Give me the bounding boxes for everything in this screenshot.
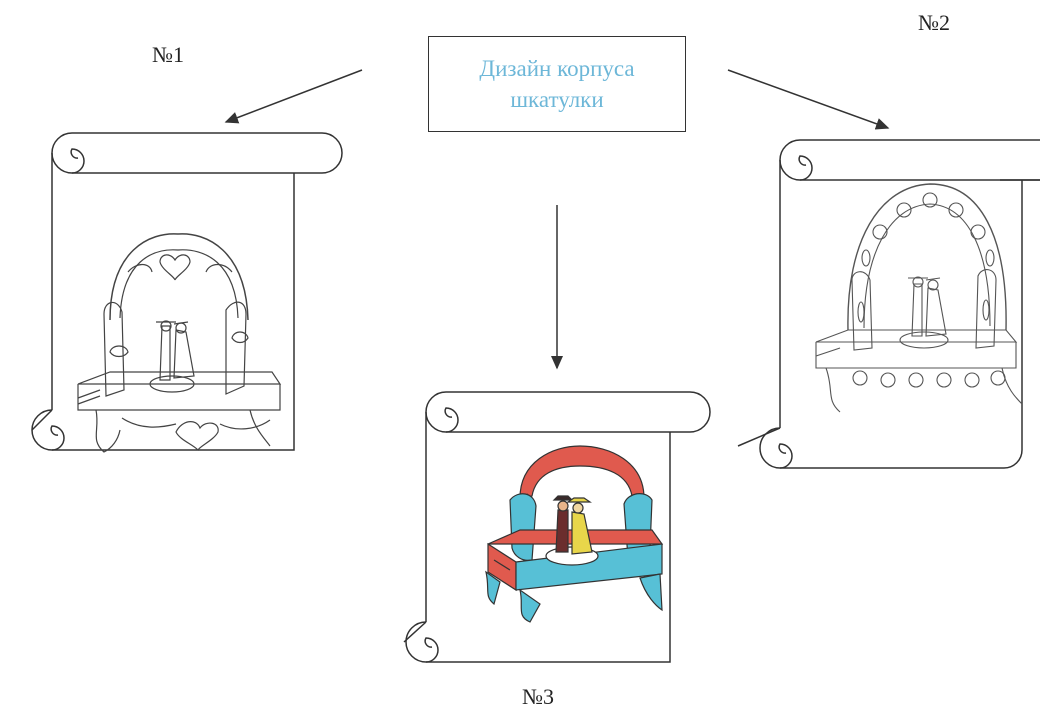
variant-2-label: №2: [918, 10, 950, 35]
title-line-2: шкатулки: [510, 87, 604, 112]
scroll-variant-1: [31, 132, 343, 451]
casket-drawing-1: [77, 233, 282, 453]
scroll-variant-3: [403, 391, 711, 663]
variant-1-label: №1: [152, 42, 184, 67]
arrow-to-variant-1: [224, 69, 363, 124]
variant-3-label: №3: [522, 684, 554, 709]
title-box: Дизайн корпуса шкатулки: [428, 36, 686, 132]
scroll-variant-2: [737, 139, 1040, 469]
casket-drawing-2: [815, 183, 1023, 413]
title-line-1: Дизайн корпуса: [479, 55, 635, 81]
arrow-to-variant-2: [727, 69, 890, 130]
casket-drawing-3: [485, 445, 664, 623]
